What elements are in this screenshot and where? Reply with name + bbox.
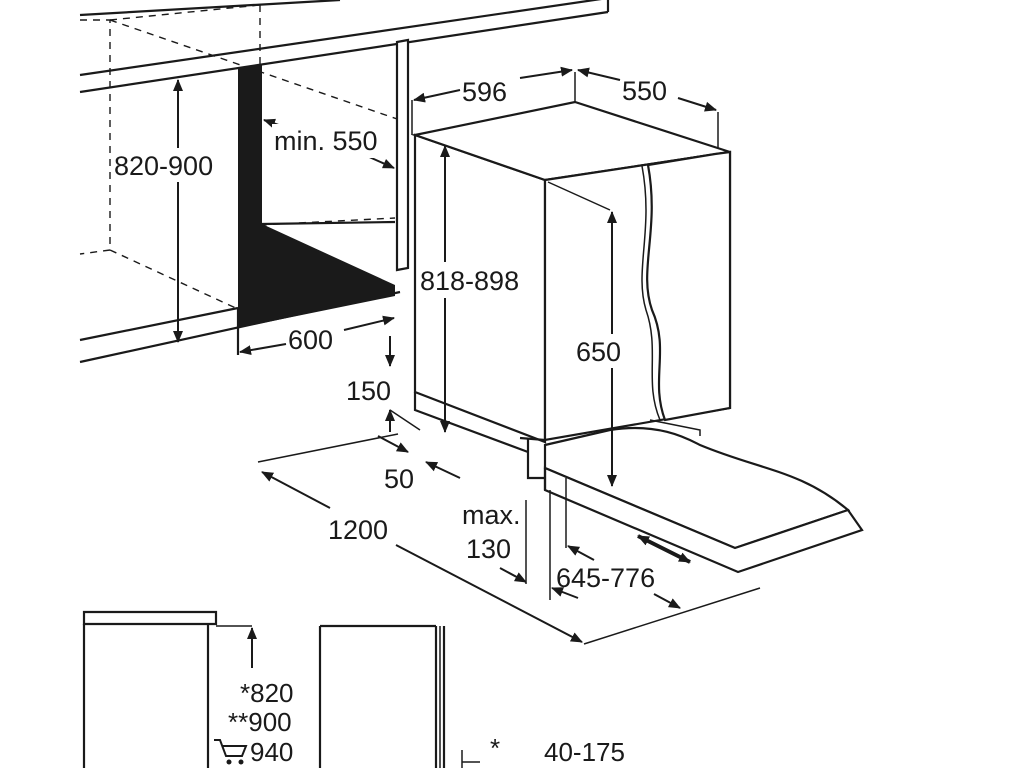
bottom-right-cabinet: * 40-175 <box>318 624 625 768</box>
label-star-900: **900 <box>228 707 292 737</box>
label-650: 650 <box>576 337 621 367</box>
niche-side-panel <box>238 64 396 328</box>
dim-total-depth: 1200 <box>257 433 761 645</box>
dim-offset-50: 50 <box>377 435 461 494</box>
open-door-tray <box>543 419 864 574</box>
label-150: 150 <box>346 376 391 406</box>
label-40-175: 40-175 <box>544 737 625 767</box>
label-min-550: min. 550 <box>274 126 378 156</box>
label-130: 130 <box>466 534 511 564</box>
label-star: * <box>490 733 500 763</box>
shopping-cart-icon <box>214 739 248 765</box>
label-50: 50 <box>384 464 414 494</box>
label-940: 940 <box>250 737 293 767</box>
label-818-898: 818-898 <box>420 266 519 296</box>
label-550: 550 <box>622 76 667 106</box>
label-star-820: *820 <box>240 678 294 708</box>
label-645-776: 645-776 <box>556 563 655 593</box>
dim-door-height: 650 <box>547 181 632 487</box>
dim-niche-width: 600 <box>239 315 395 356</box>
bottom-left-cabinet: *820 **900 940 <box>82 610 294 768</box>
dim-niche-height: 820-900 <box>112 79 230 343</box>
label-600: 600 <box>288 325 333 355</box>
dim-min-depth: min. 550 <box>263 118 395 169</box>
dim-max-130: max. 130 <box>462 490 551 600</box>
dim-width-596: 596 <box>411 66 573 135</box>
dim-appliance-height: 818-898 <box>418 145 536 433</box>
dim-plinth-150: 150 <box>346 336 421 432</box>
dim-depth-550: 550 <box>574 67 719 148</box>
side-panel <box>395 38 410 272</box>
dim-door-reach: 645-776 <box>551 478 691 609</box>
label-max: max. <box>462 500 521 530</box>
label-820-900: 820-900 <box>114 151 213 181</box>
label-1200: 1200 <box>328 515 388 545</box>
label-596: 596 <box>462 77 507 107</box>
